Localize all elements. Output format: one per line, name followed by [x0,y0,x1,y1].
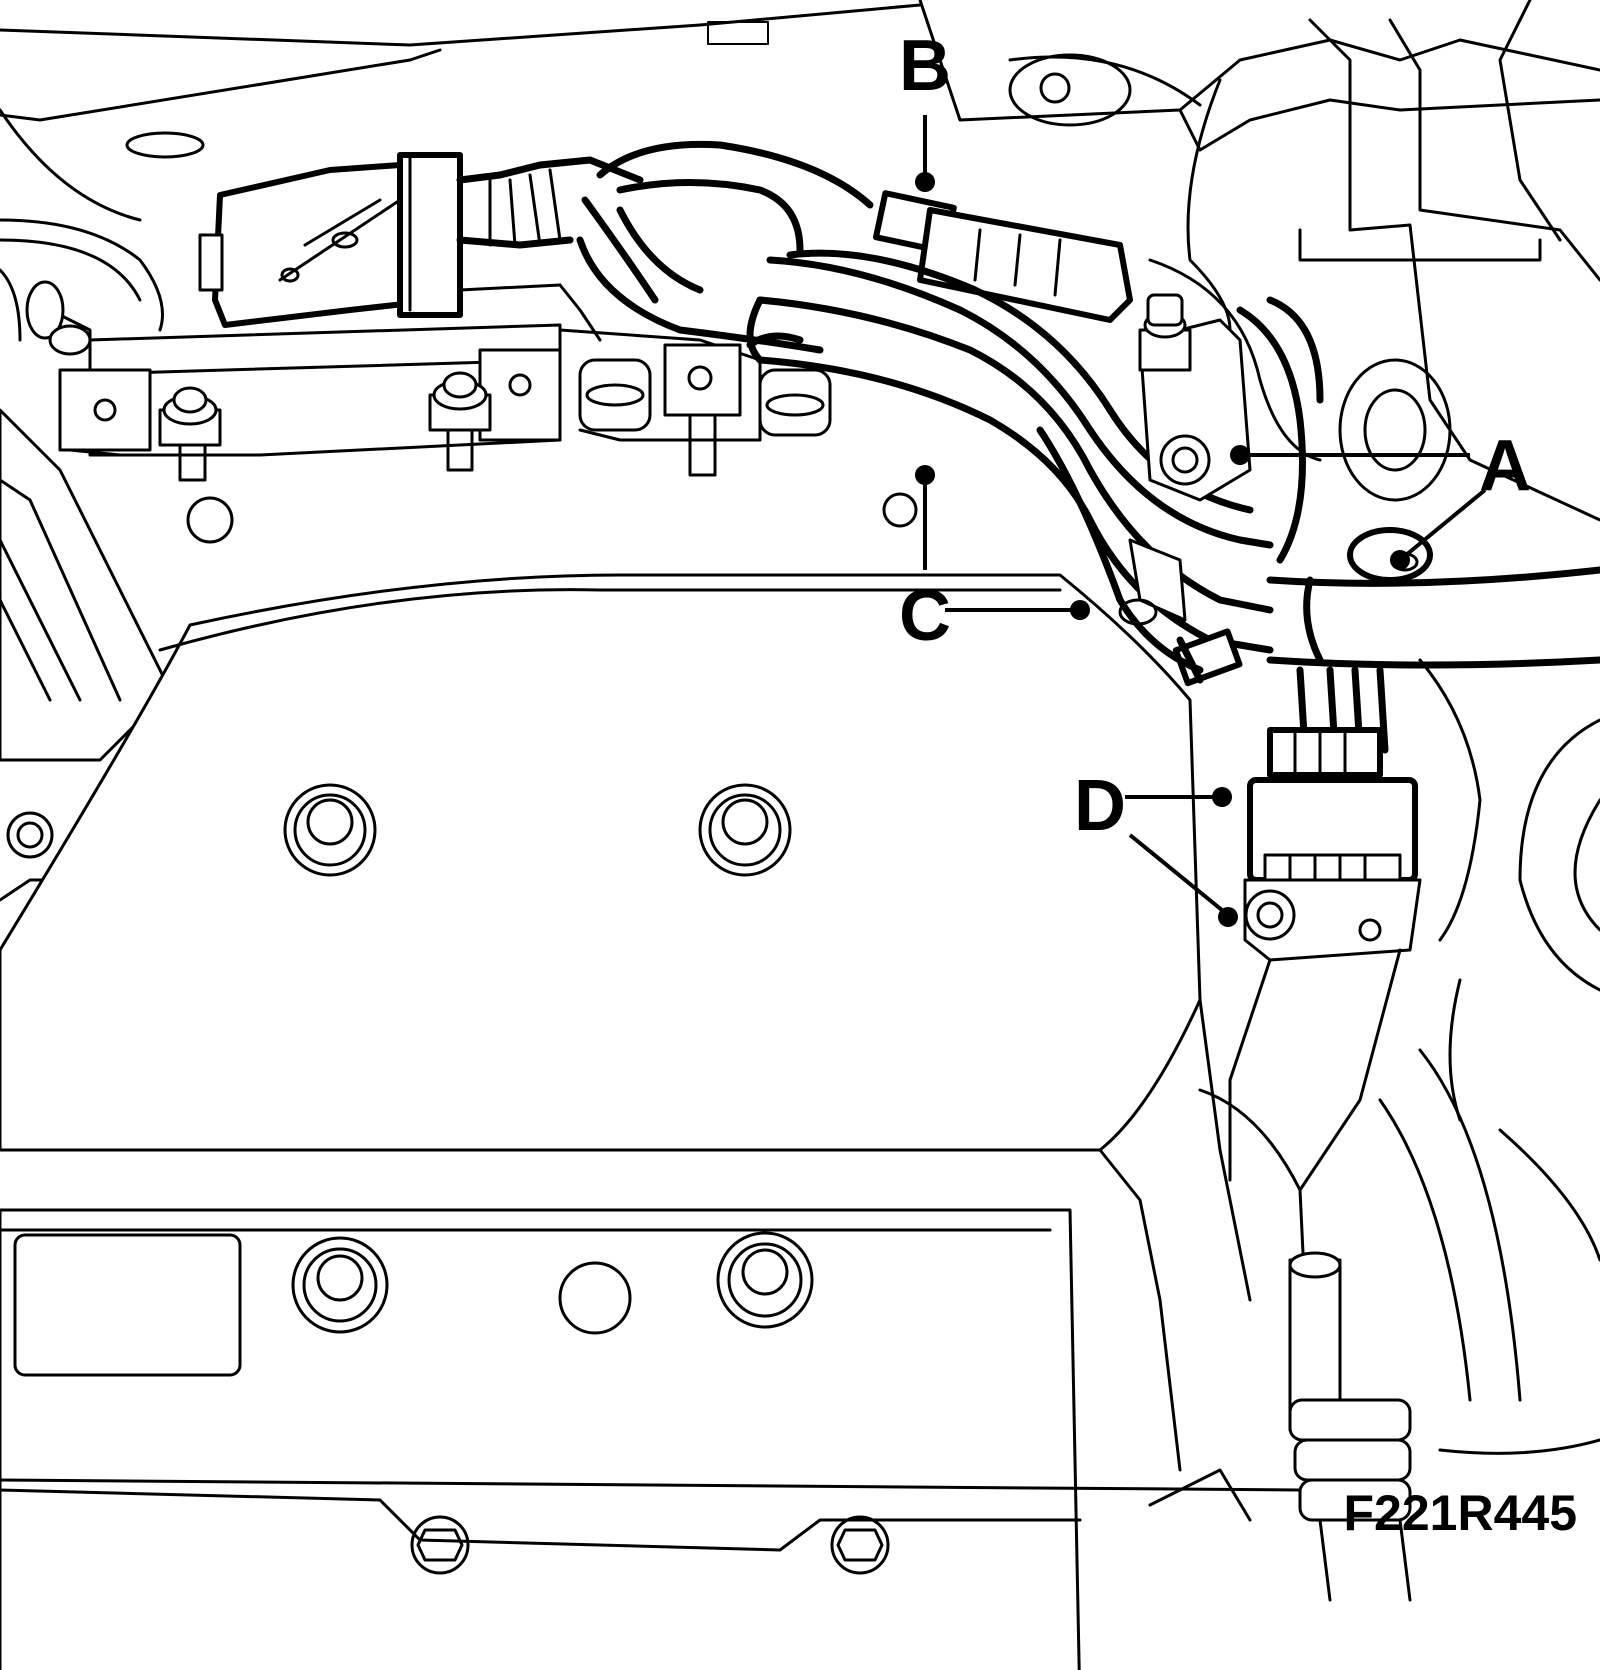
callout-c: C [899,576,951,656]
figure-code: F221R445 [1344,1485,1578,1541]
connector-d [1198,666,1422,1192]
air-housing [198,152,644,342]
main-hose [746,249,1274,687]
callout-a: A [1479,426,1531,506]
hose-b [576,140,1133,354]
callout-leaders [915,115,1487,927]
lower-right-hoses [1098,978,1600,1602]
callout-d: D [1074,766,1126,846]
rail-bolts [158,371,918,544]
callout-b: B [899,26,951,106]
engine-mount-area [1138,293,1600,992]
valve-cover [0,573,1202,1152]
background-structure [0,0,1600,522]
bottom-bolts [0,1468,1302,1575]
lower-cover-plate [0,1208,1081,1670]
